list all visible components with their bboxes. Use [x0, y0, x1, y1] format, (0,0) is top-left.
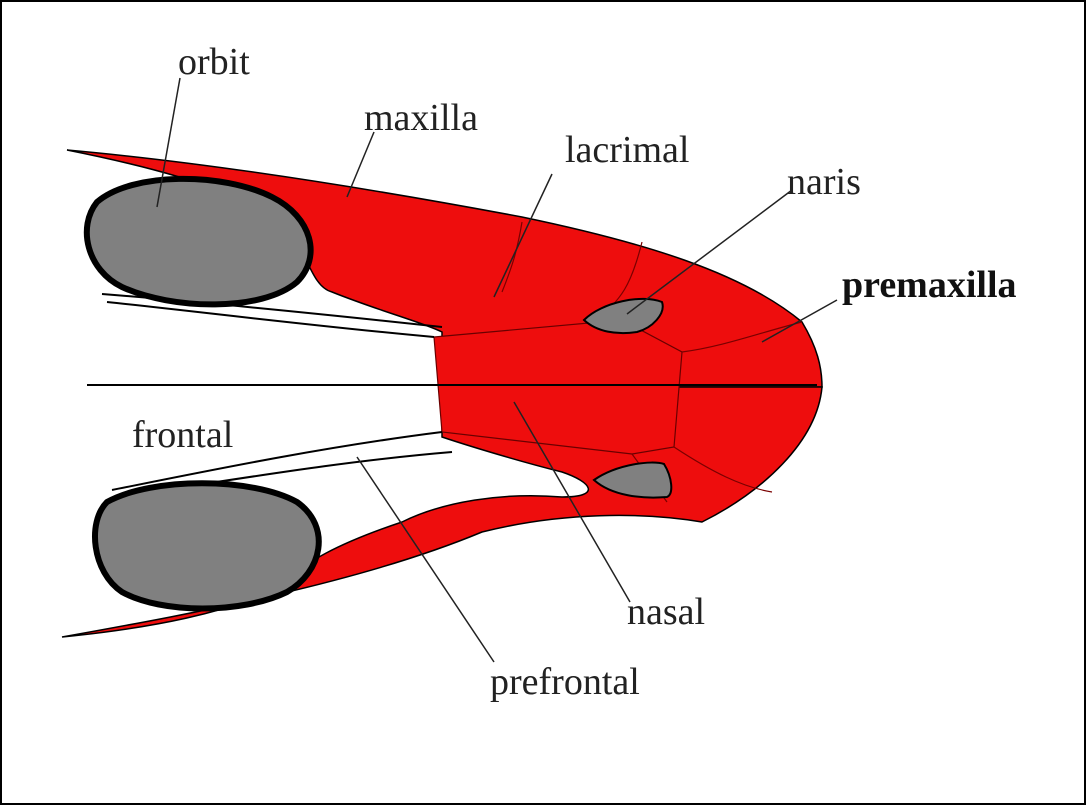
- label-naris: naris: [787, 161, 861, 203]
- label-premaxilla: premaxilla: [842, 264, 1017, 306]
- upper-orbit: [87, 179, 311, 305]
- frontal-outline: [102, 294, 452, 497]
- nasal-bone: [434, 320, 682, 454]
- label-frontal: frontal: [132, 414, 233, 456]
- maxilla-leader: [347, 132, 374, 197]
- lower-orbit: [95, 483, 319, 608]
- label-prefrontal: prefrontal: [490, 661, 640, 703]
- label-nasal: nasal: [627, 591, 705, 633]
- label-orbit: orbit: [178, 41, 250, 83]
- label-maxilla: maxilla: [364, 97, 478, 139]
- label-lacrimal: lacrimal: [565, 129, 689, 171]
